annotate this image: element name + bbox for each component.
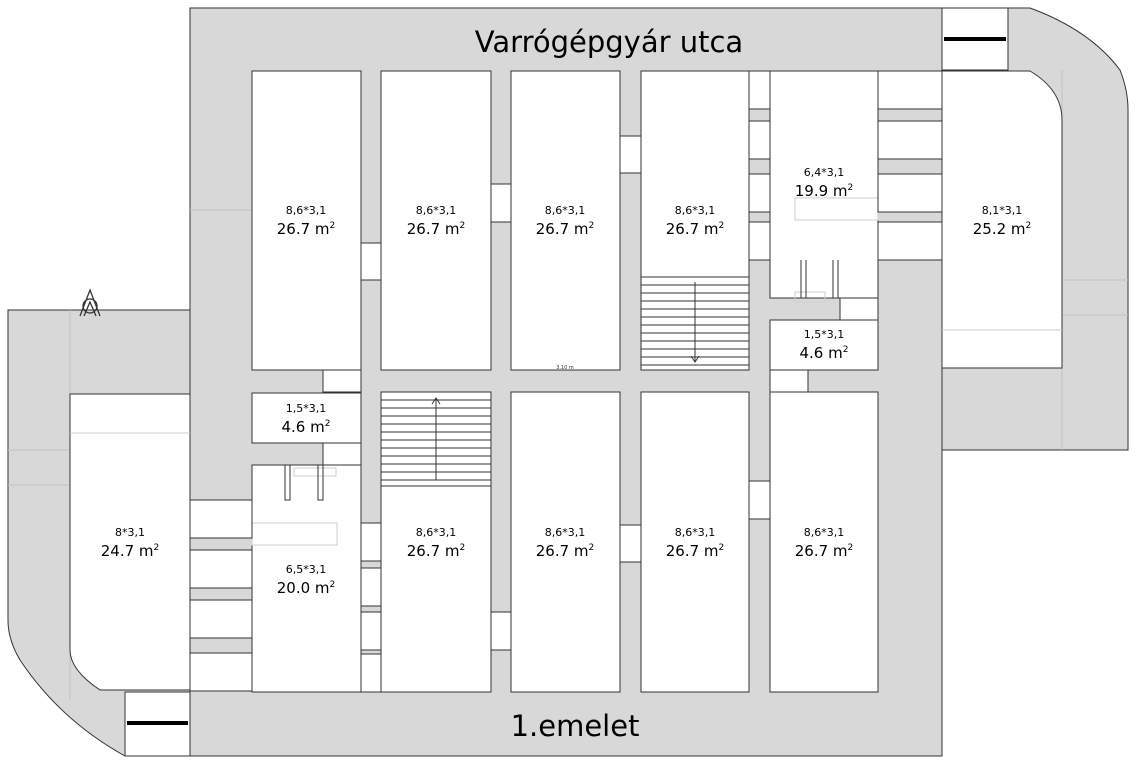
room-r5-size: 6,4*3,1 [804,166,845,179]
room-r8-size: 1,5*3,1 [804,328,845,341]
room-r3-size: 8,6*3,1 [545,204,586,217]
room-r3[interactable] [510,70,621,371]
room-r13-area: 26.7 m2 [666,542,725,560]
room-r3-area: 26.7 m2 [536,220,595,238]
floor-label: 1.emelet [511,709,640,743]
room-r1[interactable] [251,70,362,371]
room-r13[interactable] [640,391,750,693]
room-r2-size: 8,6*3,1 [416,204,457,217]
room-r7-area: 4.6 m2 [282,418,331,436]
room-r14-area: 26.7 m2 [795,542,854,560]
room-r11[interactable] [380,485,492,693]
room-r6-area: 25.2 m2 [973,220,1032,238]
room-r10-area: 20.0 m2 [277,579,336,597]
room-r12[interactable] [510,391,621,693]
room-r7-size: 1,5*3,1 [286,402,327,415]
room-r2-area: 26.7 m2 [407,220,466,238]
room-r12-area: 26.7 m2 [536,542,595,560]
room-r9-size: 8*3,1 [115,526,145,539]
staircase-upper [640,276,750,371]
room-r6[interactable] [941,70,1063,369]
room-r5-area: 19.9 m2 [795,182,854,200]
room-r1-size: 8,6*3,1 [286,204,327,217]
fixtures [284,260,839,501]
room-r7[interactable] [251,392,362,444]
openings [124,7,1009,757]
room-labels: 8,6*3,1 26.7 m2 8,6*3,1 26.7 m2 8,6*3,1 … [101,166,1032,597]
staircase-lower [380,391,492,487]
room-r8[interactable] [769,319,879,371]
room-r1-area: 26.7 m2 [277,220,336,238]
room-r10-size: 6,5*3,1 [286,563,327,576]
exit-bars [127,37,1006,725]
room-r6-size: 8,1*3,1 [982,204,1023,217]
room-r9-area: 24.7 m2 [101,542,160,560]
dimension-note: 3.10 m [556,365,574,371]
room-inner-lines [70,197,1062,546]
room-r8-area: 4.6 m2 [800,344,849,362]
north-arrow-icon [79,288,101,317]
room-r4-size: 8,6*3,1 [675,204,716,217]
room-r14-size: 8,6*3,1 [804,526,845,539]
room-r12-size: 8,6*3,1 [545,526,586,539]
room-r11-size: 8,6*3,1 [416,526,457,539]
room-r14[interactable] [769,391,879,693]
room-r9[interactable] [69,393,191,691]
room-r10[interactable] [251,464,362,693]
room-r5[interactable] [769,70,879,299]
street-label: Varrógépgyár utca [475,25,743,59]
room-r11-area: 26.7 m2 [407,542,466,560]
room-r13-size: 8,6*3,1 [675,526,716,539]
room-r4-area: 26.7 m2 [666,220,725,238]
